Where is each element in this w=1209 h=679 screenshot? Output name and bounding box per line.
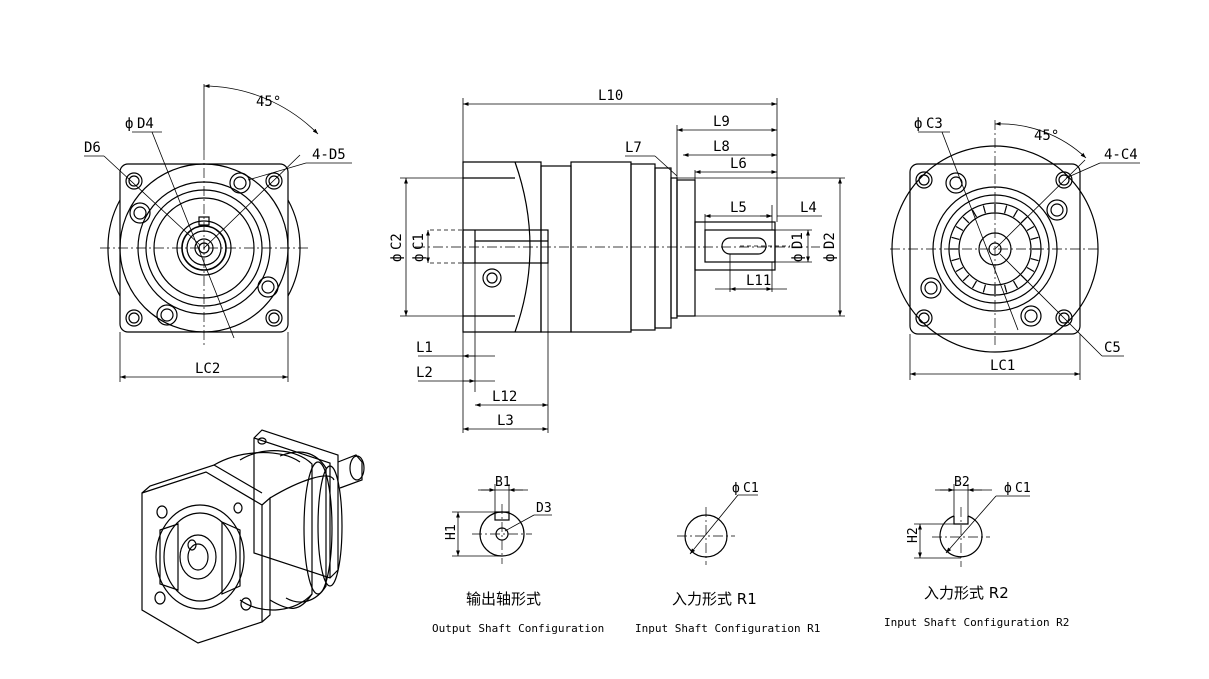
phi-c1-r1-symbol: ф [732, 481, 740, 496]
spline-tooth [1030, 236, 1039, 241]
l8-label: L8 [713, 139, 730, 155]
c4-label: 4-C4 [1104, 147, 1138, 163]
d4-label: D4 [137, 116, 154, 132]
d1-label: D1 [790, 232, 806, 249]
spline-tooth [1012, 280, 1019, 289]
phi-c3-symbol: ф [914, 116, 922, 132]
l6-label: L6 [730, 156, 747, 172]
l11-label: L11 [746, 273, 771, 289]
spline-tooth [962, 216, 970, 224]
d5-label: 4-D5 [312, 147, 346, 163]
c1-r1-label: C1 [743, 481, 759, 496]
spline-tooth [955, 266, 964, 273]
side-view: L10 L9 L7 L8 L6 L5 L4 L11 ф D1 ф D2 [389, 88, 845, 433]
l5-label: L5 [730, 200, 747, 216]
d2-label: D2 [822, 232, 838, 249]
l9-label: L9 [713, 114, 730, 130]
c3-label: C3 [926, 116, 943, 132]
l1-label: L1 [416, 340, 433, 356]
c5-label: C5 [1104, 340, 1121, 356]
spline-tooth [955, 225, 964, 232]
spline-tooth [1003, 205, 1008, 214]
output-flange-view: 45° ф D4 D6 4-D5 LC2 [84, 84, 352, 382]
r2-caption-en: Input Shaft Configuration R2 [884, 616, 1069, 629]
spline-tooth [982, 284, 987, 293]
input-r1-detail: ф C1 [677, 481, 759, 565]
output-caption-en: Output Shaft Configuration [432, 622, 604, 635]
b2-label: B2 [954, 475, 970, 490]
phi-d1-symbol: ф [790, 254, 806, 262]
r2-caption-cn: 入力形式 R2 [924, 584, 1009, 602]
spline-tooth [1026, 225, 1035, 232]
input-flange-view: 45° ф C3 4-C4 C5 LC1 [890, 116, 1140, 380]
spline-tooth [1003, 284, 1008, 293]
spline-tooth [982, 205, 987, 214]
output-caption-cn: 输出轴形式 [466, 590, 541, 608]
d6-label: D6 [84, 140, 101, 156]
b1-label: B1 [495, 475, 511, 490]
l12-label: L12 [492, 389, 517, 405]
spline-tooth [1012, 209, 1019, 218]
lc2-label: LC2 [195, 361, 220, 377]
l10-label: L10 [598, 88, 623, 104]
l2-label: L2 [416, 365, 433, 381]
output-shaft-detail: B1 H1 D3 [444, 475, 552, 564]
phi-c1-r2-symbol: ф [1004, 481, 1012, 496]
l4-label: L4 [800, 200, 817, 216]
lc1-label: LC1 [990, 358, 1015, 374]
h2-label: H2 [906, 527, 921, 543]
spline-tooth [951, 236, 960, 241]
phi-d4-symbol: ф [125, 116, 133, 132]
r1-caption-cn: 入力形式 R1 [672, 590, 757, 608]
c1-label: C1 [411, 233, 427, 250]
l3-label: L3 [497, 413, 514, 429]
spline-tooth [1030, 257, 1039, 262]
angle-right-label: 45° [1034, 128, 1059, 144]
r1-caption-en: Input Shaft Configuration R1 [635, 622, 820, 635]
spline-tooth [962, 274, 970, 282]
d3-label: D3 [536, 501, 552, 516]
c2-label: C2 [389, 233, 405, 250]
h1-label: H1 [444, 524, 459, 540]
isometric-view [141, 429, 365, 644]
input-r2-detail: B2 H2 ф C1 [906, 475, 1031, 567]
spline-tooth [951, 257, 960, 262]
angle-left-label: 45° [256, 94, 281, 110]
spline-tooth [971, 280, 978, 289]
c1-r2-label: C1 [1015, 481, 1031, 496]
phi-c2-symbol: ф [389, 254, 405, 262]
phi-d2-symbol: ф [822, 254, 838, 262]
phi-c1-symbol: ф [411, 254, 427, 262]
spline-tooth [971, 209, 978, 218]
spline-tooth [1026, 266, 1035, 273]
l7-label: L7 [625, 140, 642, 156]
